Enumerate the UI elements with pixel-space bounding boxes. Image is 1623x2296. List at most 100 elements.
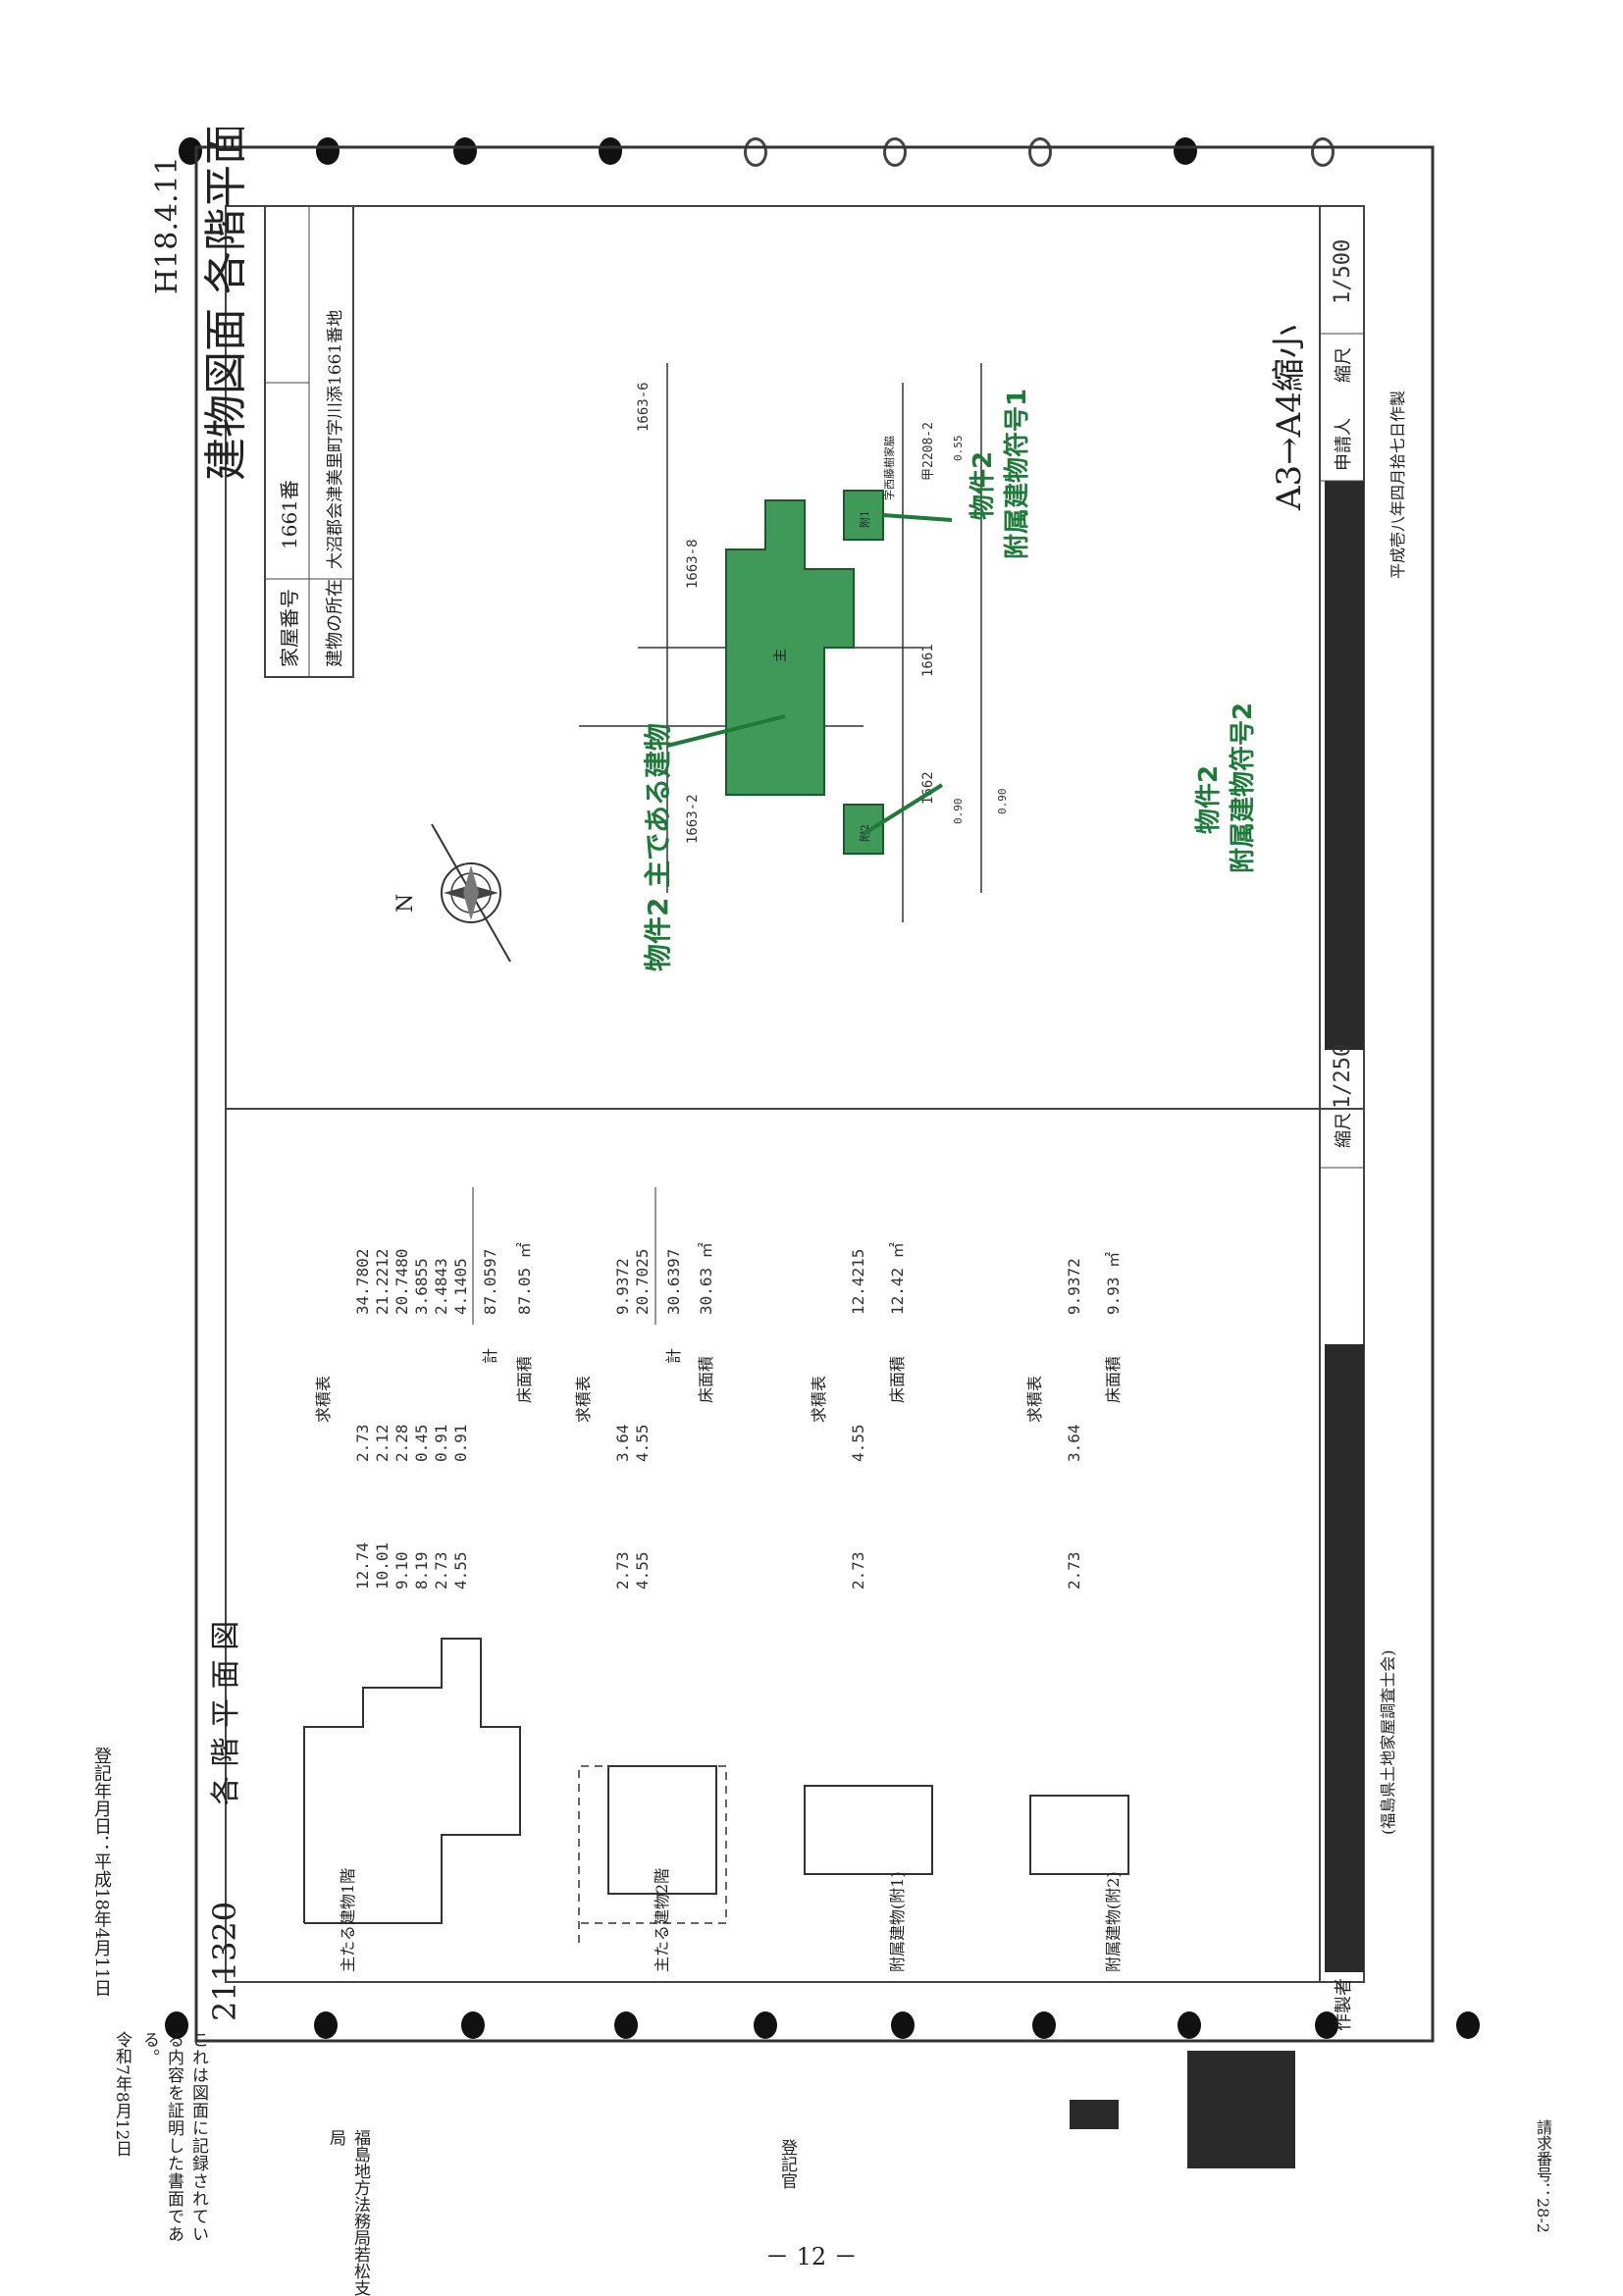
site-plan: 主 附2 附1 1663-6 1663-8 1663-2 1661 1662 字… <box>579 363 1258 971</box>
floorplan-annex2 <box>1029 1795 1129 1875</box>
drawing-element <box>441 862 501 923</box>
area-table-main-2f: 求積表 2.73 3.64 9.9372 4.55 4.55 20.7025 計… <box>574 1187 715 1590</box>
table-cell: 2.28 <box>393 1424 411 1462</box>
table-cell: 20.7480 <box>393 1249 411 1315</box>
dim-label: 0.55 <box>952 436 965 462</box>
table-cell: 12.74 <box>353 1542 372 1590</box>
prepared-date: 平成壱八年四月拾七日作製 <box>1388 391 1407 579</box>
dim-label: 0.90 <box>996 789 1009 815</box>
table-cell: 20.7025 <box>633 1249 652 1315</box>
request-number: 請求番号：28-2 <box>1534 2119 1552 2233</box>
compass-icon: N <box>393 823 511 963</box>
drawing-element: 計 <box>664 1348 683 1364</box>
redaction-applicant <box>1325 481 1364 1050</box>
table-cell: 4.1405 <box>451 1258 470 1315</box>
drawing-element: 計 <box>481 1348 499 1364</box>
arrow-annex2 <box>862 783 944 836</box>
annex2-label-2: 附属建物符号2 <box>1228 703 1258 873</box>
table-cell: 2.73 <box>432 1551 450 1590</box>
page-number: － 12 － <box>765 2243 858 2270</box>
date-handwritten: H18.4.11 <box>150 156 184 294</box>
certification-text: これは図面に記録されている内容を証明した書面である。 <box>139 2031 208 2243</box>
sum-value: 30.6397 <box>664 1249 683 1315</box>
seal-redaction-large <box>1187 2051 1295 2168</box>
label-annex2: 附属建物(附2) <box>1104 1871 1123 1972</box>
floor-area-value: 87.05 ㎡ <box>515 1242 534 1315</box>
scale-a3a4: A3→A4縮小 <box>1270 325 1309 511</box>
lot-label: 字西藤樹家脇 <box>882 436 896 500</box>
table-cell: 2.73 <box>849 1551 867 1590</box>
inner-frame <box>225 205 1365 1983</box>
floor-area-value: 30.63 ㎡ <box>697 1242 715 1315</box>
binder-hole <box>314 2011 338 2039</box>
drawing-element: 床面積 <box>697 1356 715 1403</box>
binder-hole <box>453 137 477 165</box>
table-cell: 12.4215 <box>849 1249 867 1315</box>
area-table-annex1: 求積表 2.73 4.55 12.4215 床面積 12.42 ㎡ <box>810 1242 907 1590</box>
drawing-element: 床面積 <box>888 1356 907 1403</box>
certification-registrar: 登記官 <box>777 2139 797 2189</box>
drawing-element: 求積表 <box>314 1376 333 1423</box>
sum-value: 87.0597 <box>481 1249 499 1315</box>
drawing-element: 求積表 <box>574 1376 593 1423</box>
location-value: 大沼郡会津美里町字川添1661番地 <box>326 310 345 569</box>
table-cell: 2.12 <box>373 1424 392 1462</box>
applicant-label: 申請人 <box>1334 418 1354 471</box>
label-main-2f: 主たる建物2階 <box>653 1868 671 1972</box>
scale-site: 1/500 <box>1331 239 1355 304</box>
binder-hole <box>461 2011 485 2039</box>
drawing-element: 床面積 <box>1104 1356 1123 1403</box>
binder-hole <box>1315 2011 1338 2039</box>
scale-label-site: 縮尺 <box>1334 347 1354 383</box>
binder-hole <box>614 2011 638 2039</box>
floor-plans: 主たる建物1階 主たる建物2階 附属建物(附1) 附属建物(附2) <box>303 1638 1129 1972</box>
main-mark: 主 <box>773 649 789 662</box>
label-main-1f: 主たる建物1階 <box>339 1868 357 1972</box>
registration-date: 登記年月日：平成18年4月11日 <box>91 1747 112 1998</box>
scale-label-floor: 縮尺 <box>1334 1113 1354 1148</box>
floorplan-annex1 <box>804 1785 933 1875</box>
annex2-label-1: 物件2 <box>1194 765 1224 834</box>
floor-area-value: 12.42 ㎡ <box>888 1242 907 1315</box>
table-cell: 34.7802 <box>353 1249 372 1315</box>
maker-org: (福島県土地家屋調査士会) <box>1379 1650 1397 1836</box>
floorplan-main-1f <box>303 1638 521 1924</box>
table-cell: 3.6855 <box>412 1258 431 1315</box>
table-cell: 2.73 <box>613 1551 632 1590</box>
drawing-element <box>463 865 479 920</box>
lot-label: 1663-2 <box>685 794 701 844</box>
area-table-main-1f: 求積表 12.74 2.73 34.7802 10.01 2.12 21.221… <box>314 1187 534 1590</box>
doc-number: 211320 <box>206 1902 243 2021</box>
area-table-annex2: 求積表 2.73 3.64 9.9372 床面積 9.93 ㎡ <box>1025 1252 1123 1590</box>
table-cell: 4.55 <box>849 1424 867 1462</box>
main-building-shape <box>725 499 855 796</box>
table-cell: 4.55 <box>633 1551 652 1590</box>
binder-hole <box>754 2011 777 2039</box>
table-cell: 2.73 <box>353 1424 372 1462</box>
binder-hole <box>165 2011 188 2039</box>
table-cell: 2.4843 <box>432 1258 450 1315</box>
floorplan-main-2f-outline <box>578 1765 727 1943</box>
binder-hole <box>1178 2011 1201 2039</box>
floor-area-value: 9.93 ㎡ <box>1104 1252 1123 1315</box>
binder-hole <box>891 2011 915 2039</box>
table-cell: 2.73 <box>1065 1551 1083 1590</box>
table-cell: 9.9372 <box>1065 1258 1083 1315</box>
annex1-label-2: 附属建物符号1 <box>1002 389 1032 559</box>
outer-frame <box>194 145 1435 2043</box>
binder-hole <box>1028 137 1052 167</box>
drawing-element: 求積表 <box>1025 1376 1044 1423</box>
arrow-annex1 <box>882 513 953 522</box>
house-number-value: 1661番 <box>278 480 301 549</box>
lot-label: 甲2208-2 <box>921 422 936 481</box>
table-cell: 0.91 <box>432 1424 450 1462</box>
location-label: 建物の所在 <box>325 579 345 667</box>
dim-label: 0.90 <box>952 799 965 825</box>
floorplan-main-2f <box>607 1765 717 1895</box>
annex2-shape <box>843 804 884 855</box>
annex1-mark: 附1 <box>858 510 871 528</box>
drawing-element: N <box>393 894 418 913</box>
table-cell: 9.10 <box>393 1551 411 1590</box>
table-cell: 4.55 <box>633 1424 652 1462</box>
binder-hole <box>1174 137 1197 165</box>
